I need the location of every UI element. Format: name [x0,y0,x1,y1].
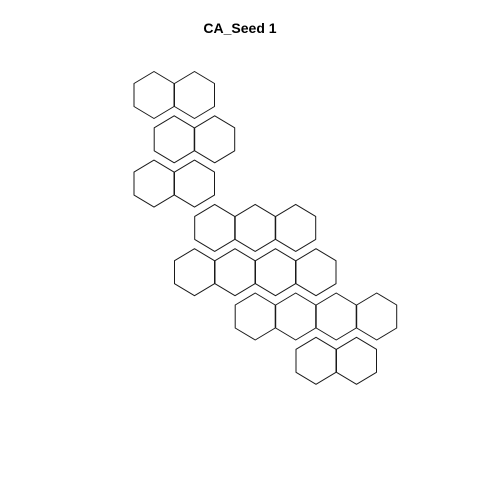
hex-cell [275,203,317,252]
hex-cell [315,292,357,341]
hex-cell [174,159,215,208]
hex-cell [133,159,175,208]
hex-cell [336,336,377,385]
hex-cell [234,203,276,252]
hex-cell [153,115,195,164]
hex-cell [194,203,236,252]
hex-cell [133,71,175,119]
hex-cell [214,248,256,297]
hex-cell [356,292,398,341]
hex-cell [194,115,236,164]
hex-cell [174,71,215,119]
hex-cell [295,336,337,385]
hex-cell [234,292,276,341]
hex-cell [295,248,337,297]
hex-cell [255,248,296,297]
hex-cell [275,292,317,341]
diagram-title: CA_Seed 1 [203,20,277,36]
hex-cell [174,248,215,297]
